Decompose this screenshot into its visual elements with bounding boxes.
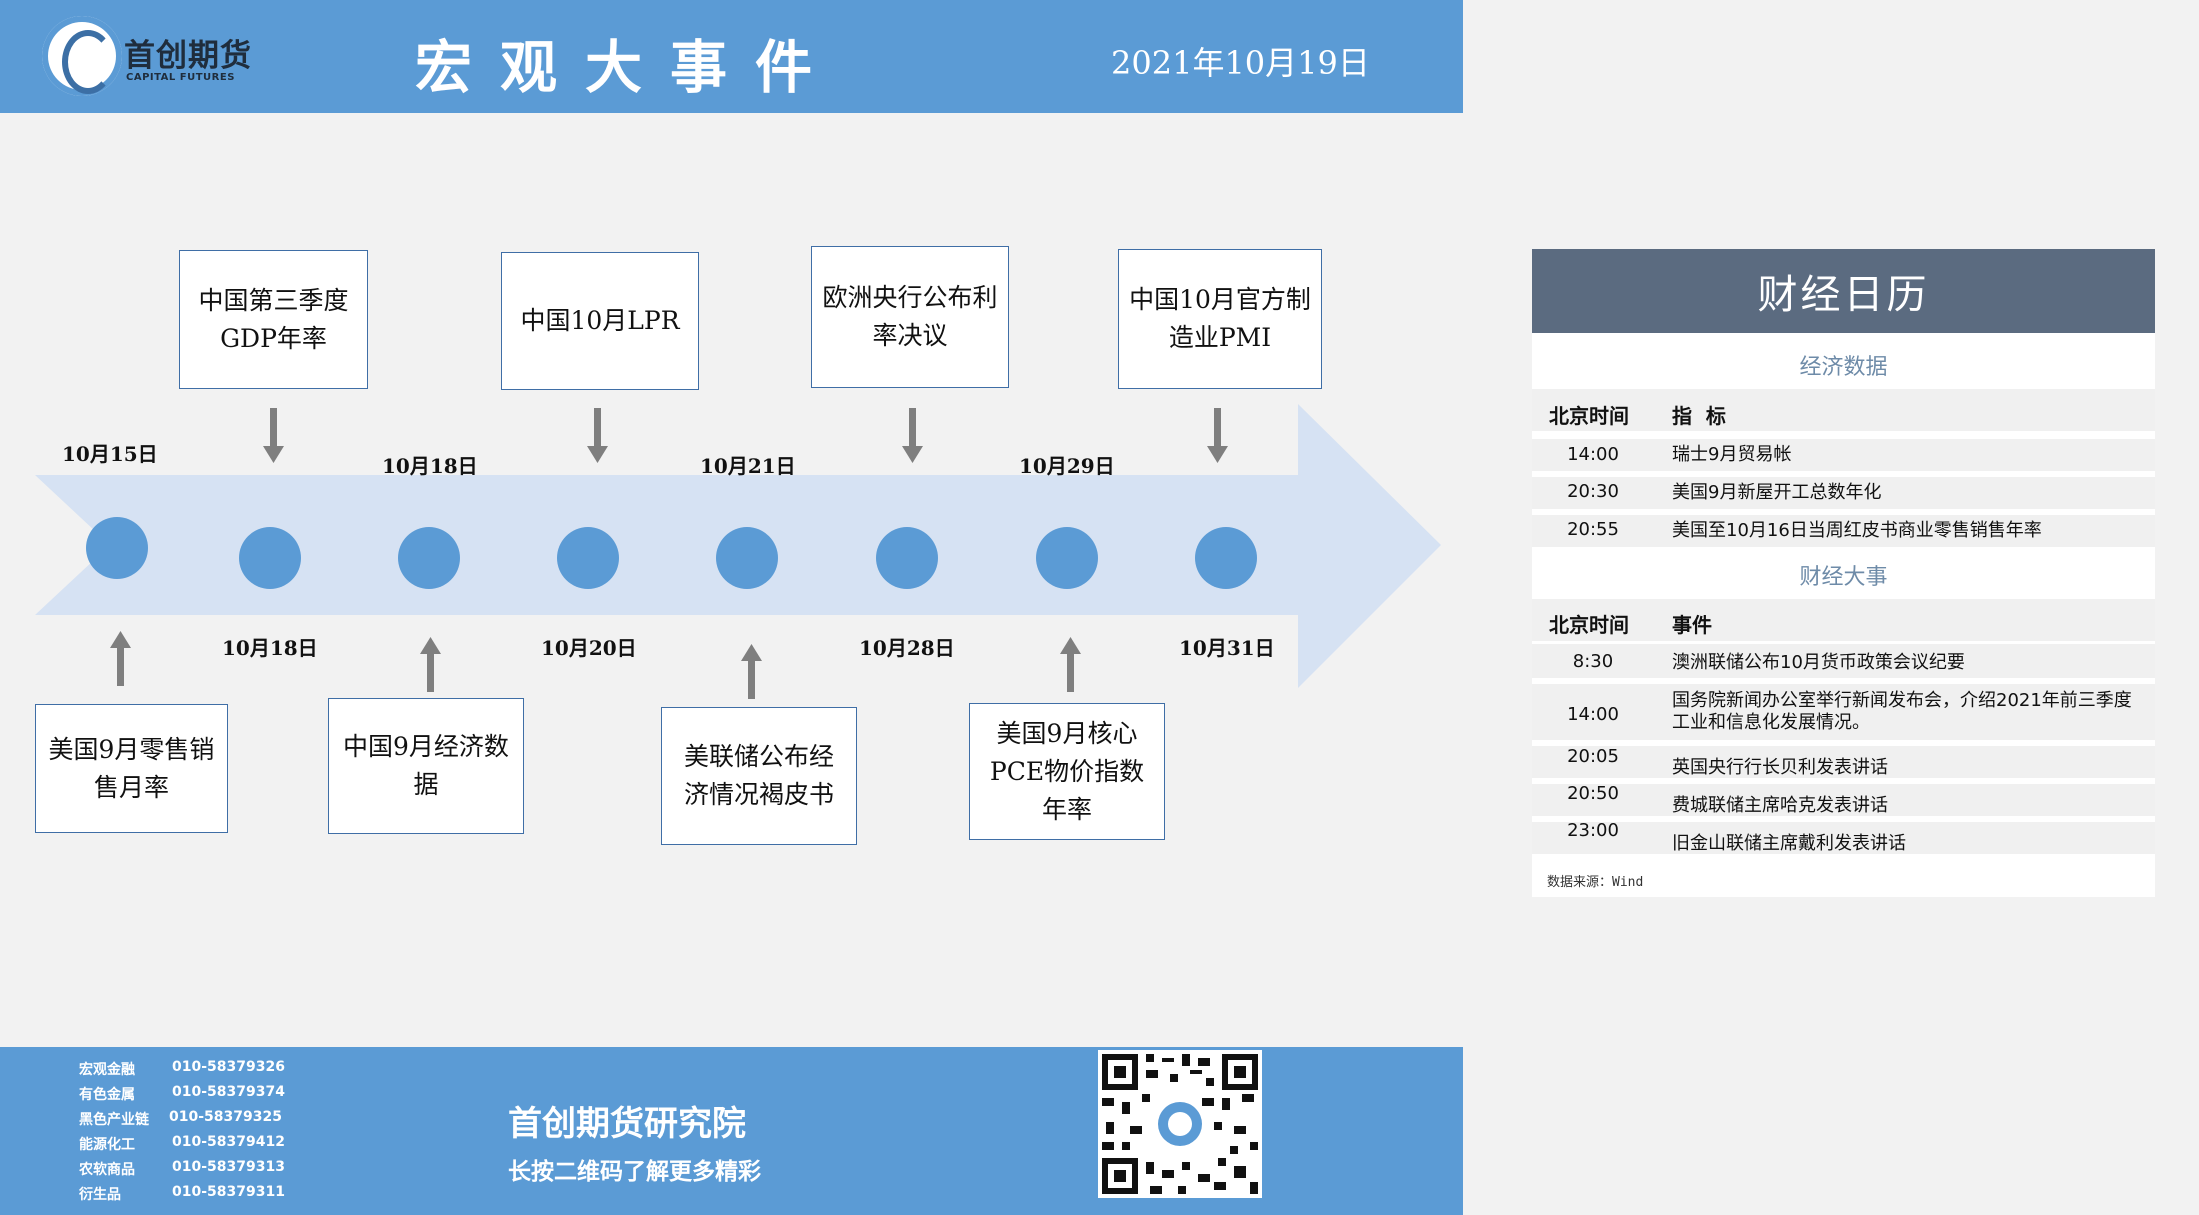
timeline-node <box>398 527 460 589</box>
col-event-header: 事件 <box>1672 613 1712 637</box>
table-header-row <box>1532 599 2155 641</box>
row-text: 澳洲联储公布10月货币政策会议纪要 <box>1672 652 1965 673</box>
date-label: 10月20日 <box>541 636 637 660</box>
arrow-up-icon <box>741 644 762 699</box>
table-header-row <box>1532 389 2155 431</box>
row-time: 14:00 <box>1567 704 1619 725</box>
table-row <box>1532 644 2155 678</box>
arrow-down-icon <box>587 408 608 463</box>
table-row <box>1532 515 2155 547</box>
arrow-down-icon <box>902 408 923 463</box>
row-time: 14:00 <box>1567 444 1619 465</box>
row-text: 美国至10月16日当周红皮书商业零售销售年率 <box>1672 520 2042 541</box>
row-text: 瑞士9月贸易帐 <box>1672 444 1792 465</box>
date-label: 10月29日 <box>1019 454 1115 478</box>
finance-calendar-panel: 财经日历 经济数据 北京时间 指 标 14:00 瑞士9月贸易帐 20:30 美… <box>1532 249 2155 897</box>
event-box-top: 欧洲央行公布利率决议 <box>811 246 1009 388</box>
data-source: 数据来源：Wind <box>1547 875 1644 890</box>
event-box-bottom: 美国9月零售销售月率 <box>35 704 228 833</box>
arrow-up-icon <box>420 637 441 692</box>
page-title: 宏观大事件 <box>415 34 840 101</box>
table-row <box>1532 477 2155 509</box>
timeline-node <box>716 527 778 589</box>
row-time: 20:55 <box>1567 519 1619 540</box>
row-text: 费城联储主席哈克发表讲话 <box>1672 795 1888 816</box>
row-time: 20:50 <box>1567 783 1619 804</box>
table-row <box>1532 439 2155 471</box>
event-box-bottom: 中国9月经济数据 <box>328 698 524 834</box>
row-text: 国务院新闻办公室举行新闻发布会，介绍2021年前三季度工业和信息化发展情况。 <box>1672 690 2132 733</box>
arrow-down-icon <box>263 408 284 463</box>
timeline-node <box>1195 527 1257 589</box>
row-time: 20:05 <box>1567 746 1619 767</box>
table-row <box>1532 684 2155 740</box>
logo-text-en: CAPITAL FUTURES <box>126 72 235 83</box>
timeline-node <box>239 527 301 589</box>
timeline-node <box>86 517 148 579</box>
event-box-bottom: 美国9月核心PCE物价指数年率 <box>969 703 1165 840</box>
date-label: 10月31日 <box>1179 636 1275 660</box>
arrow-up-icon <box>110 631 131 686</box>
date-label: 10月18日 <box>382 454 478 478</box>
date-label: 10月21日 <box>700 454 796 478</box>
row-time: 8:30 <box>1572 651 1614 672</box>
date-label: 10月15日 <box>62 442 158 466</box>
capital-futures-logo-icon <box>42 16 122 96</box>
institute-name: 首创期货研究院 <box>508 1104 746 1144</box>
col-time-header: 北京时间 <box>1549 613 1629 637</box>
events-title: 财经大事 <box>1799 565 1888 590</box>
arrow-down-icon <box>1207 408 1228 463</box>
row-text: 旧金山联储主席戴利发表讲话 <box>1672 833 1906 854</box>
table-row <box>1532 784 2155 816</box>
row-time: 20:30 <box>1567 481 1619 502</box>
economic-data-title: 经济数据 <box>1799 355 1888 380</box>
col-indicator-header: 指 标 <box>1672 404 1726 428</box>
table-row <box>1532 822 2155 854</box>
arrow-up-icon <box>1060 637 1081 692</box>
date-label: 10月28日 <box>859 636 955 660</box>
row-text: 英国央行行长贝利发表讲话 <box>1672 757 1888 778</box>
header-bar <box>0 0 1463 113</box>
logo-text-cn: 首创期货 <box>124 38 252 74</box>
calendar-title: 财经日历 <box>1532 249 2155 333</box>
date-label: 10月18日 <box>222 636 318 660</box>
table-row <box>1532 746 2155 778</box>
event-box-bottom: 美联储公布经济情况褐皮书 <box>661 707 857 845</box>
row-time: 23:00 <box>1567 820 1619 841</box>
col-time-header: 北京时间 <box>1549 404 1629 428</box>
row-text: 美国9月新屋开工总数年化 <box>1672 482 1882 503</box>
qr-code-icon <box>1098 1050 1262 1198</box>
timeline-node <box>876 527 938 589</box>
timeline-node <box>557 527 619 589</box>
timeline-node <box>1036 527 1098 589</box>
event-box-top: 中国10月官方制造业PMI <box>1118 249 1322 389</box>
event-box-top: 中国第三季度GDP年率 <box>179 250 368 389</box>
slogan: 长按二维码了解更多精彩 <box>508 1159 761 1185</box>
event-box-top: 中国10月LPR <box>501 252 699 390</box>
report-date: 2021年10月19日 <box>1111 44 1370 82</box>
